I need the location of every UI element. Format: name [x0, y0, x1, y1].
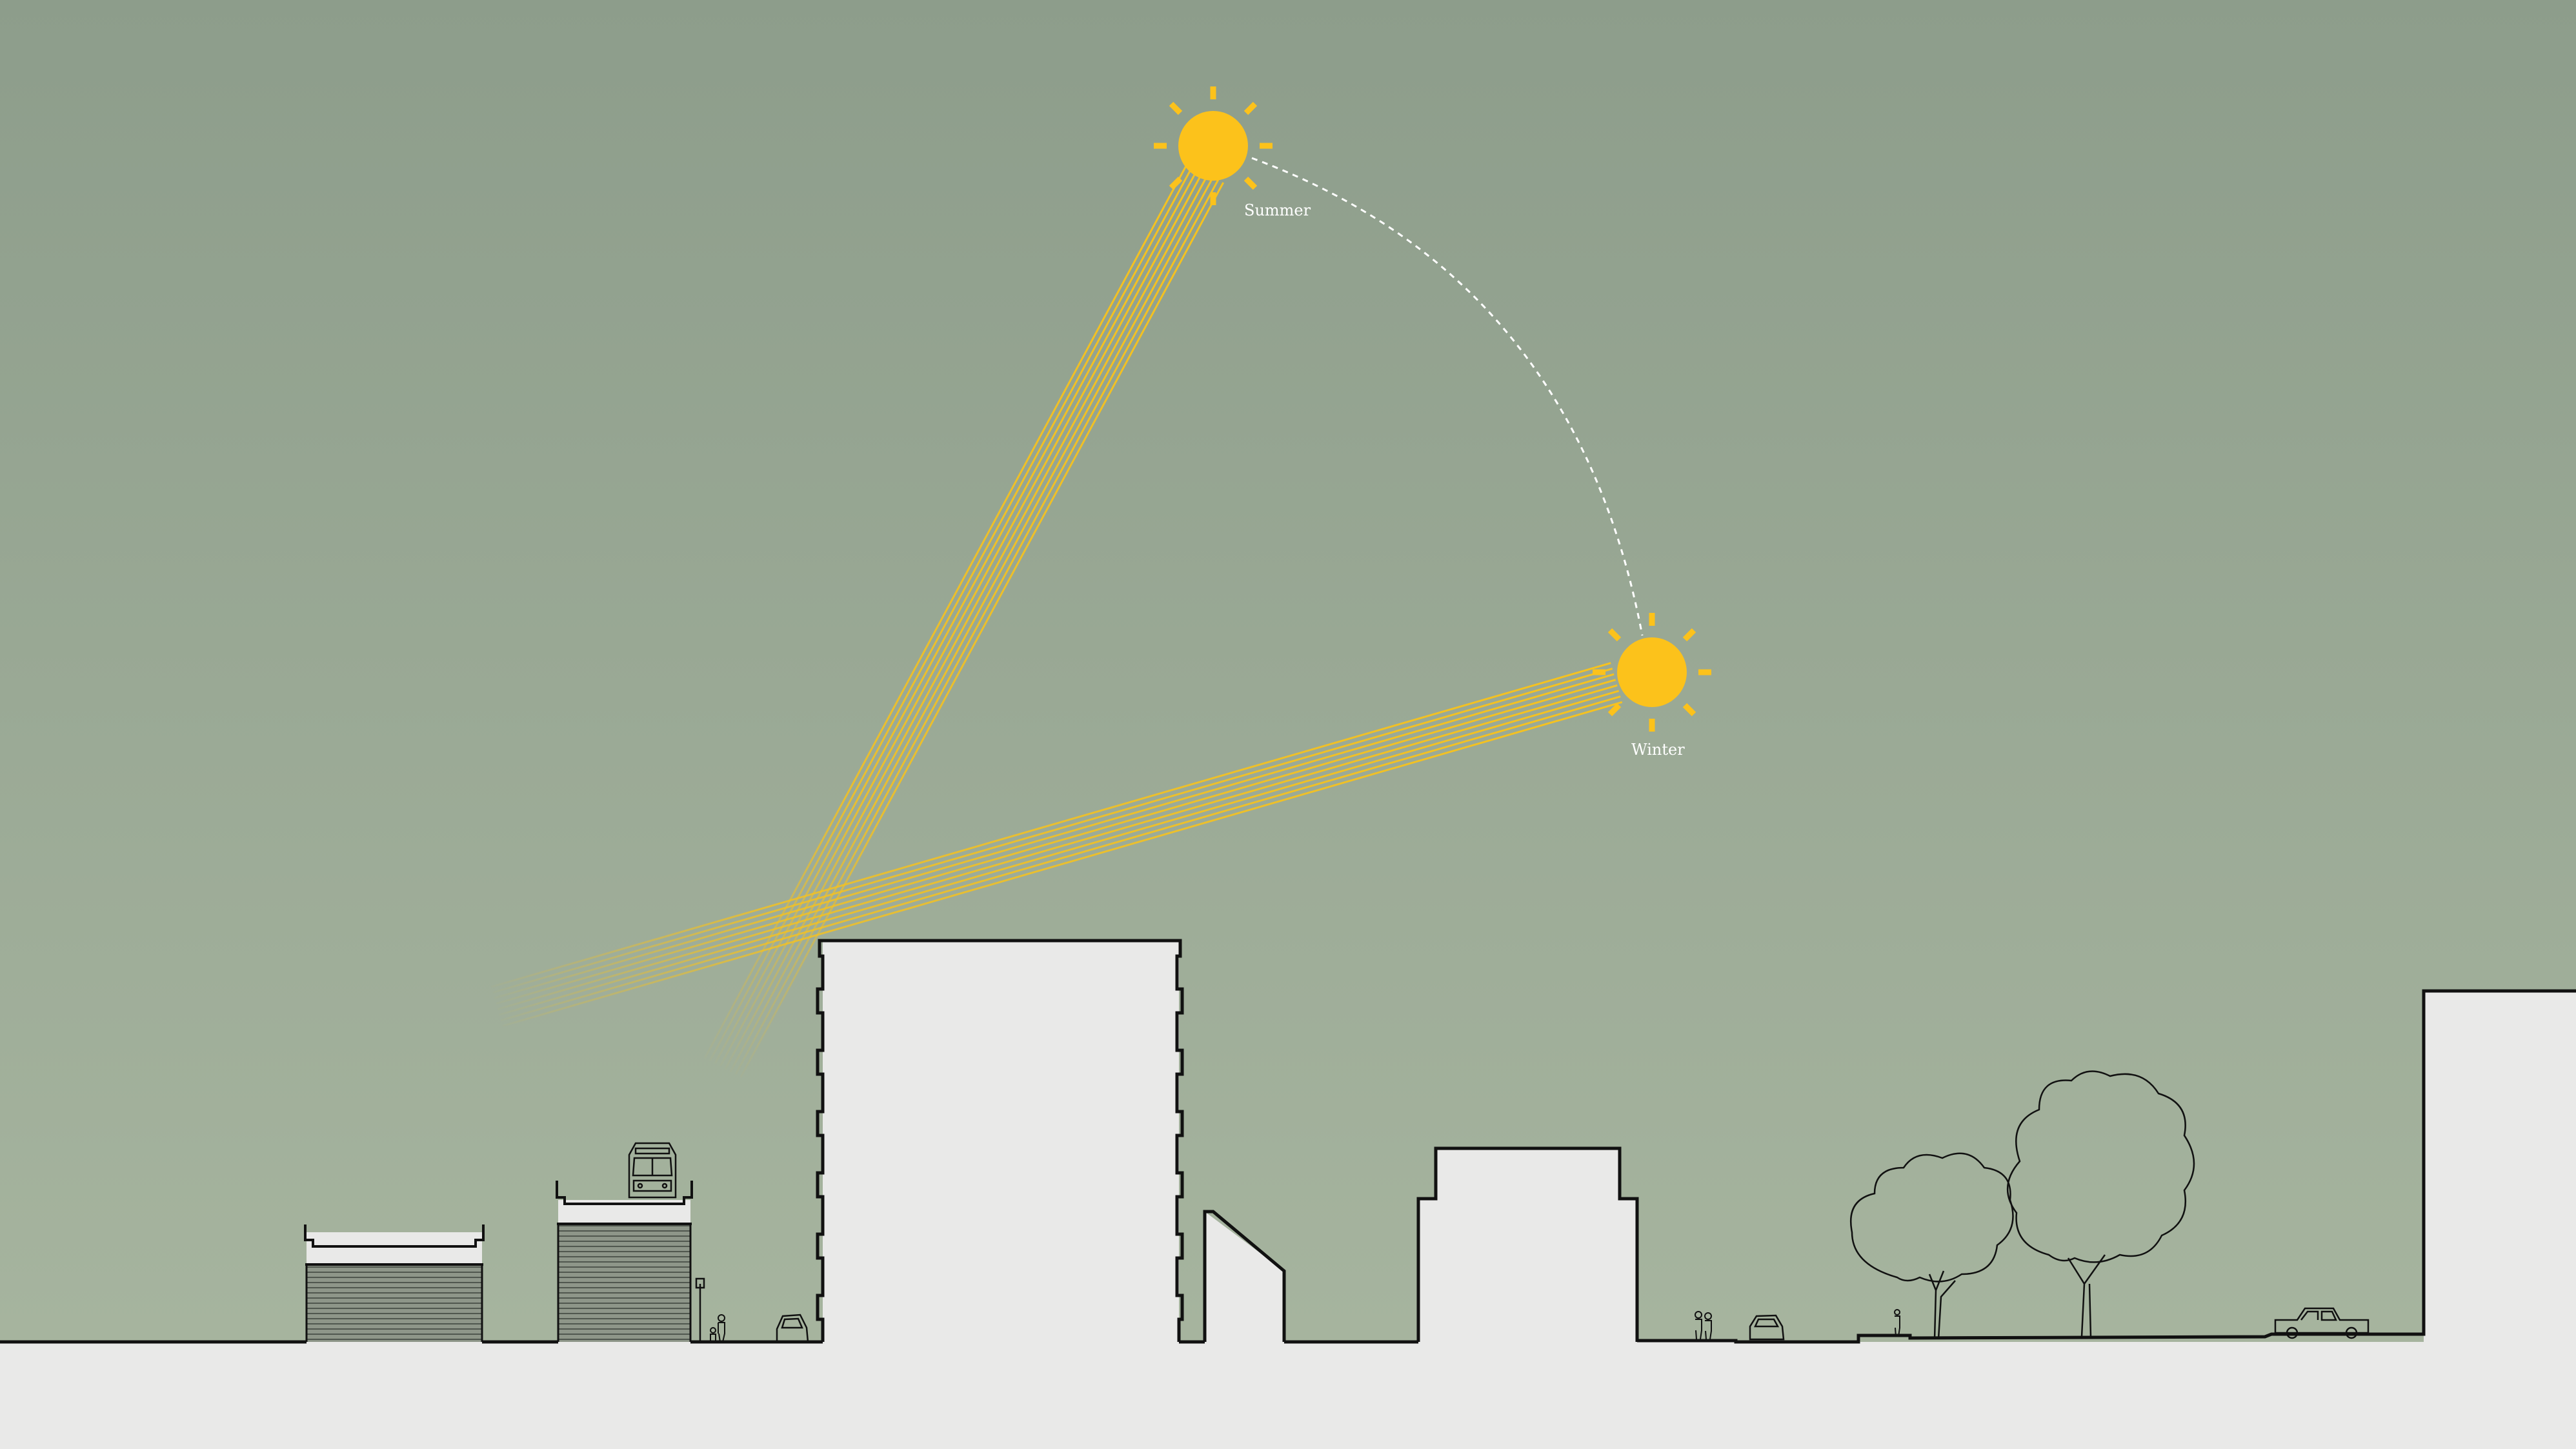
sunken-structure [304, 1224, 485, 1342]
ground-line [0, 989, 2576, 1344]
winter-sun-rays [490, 662, 1623, 1027]
summer-sun-icon [1154, 86, 1273, 205]
sun-ray-line [490, 662, 1611, 988]
sun-ray-line [714, 168, 1199, 1064]
sun-ray-line [703, 163, 1189, 1059]
sun-ray-line [496, 679, 1616, 1005]
summer-label: Summer [1244, 201, 1311, 219]
tree-icon [2007, 1070, 2195, 1337]
person-icon [1894, 1309, 1900, 1337]
tram-icon [628, 1142, 677, 1199]
winter-label: Winter [1631, 741, 1685, 759]
sun-ray-line [719, 171, 1204, 1067]
winter-sun-icon [1593, 613, 1711, 732]
person-icon [1695, 1311, 1712, 1340]
sun-ray-line [492, 667, 1613, 994]
car-icon [1749, 1314, 1785, 1341]
car-icon [2274, 1307, 2370, 1339]
mid-building [1416, 1146, 1639, 1342]
tree-icon [1849, 1152, 2014, 1340]
sun-ray-line [502, 701, 1623, 1027]
street-lamp-icon [695, 1277, 705, 1342]
tall-building [816, 939, 1184, 1342]
sloped-wall [1203, 1210, 1286, 1342]
elevated-structure-with-tram [556, 1181, 693, 1342]
sun-ray-line [729, 176, 1214, 1073]
sun-ray-line [500, 695, 1621, 1022]
sun-ray-line [734, 179, 1220, 1075]
sun-path-arc [1251, 157, 1644, 636]
sun-ray-line [497, 684, 1618, 1010]
sun-ray-line [499, 690, 1620, 1016]
sun-ray-line [494, 673, 1615, 999]
